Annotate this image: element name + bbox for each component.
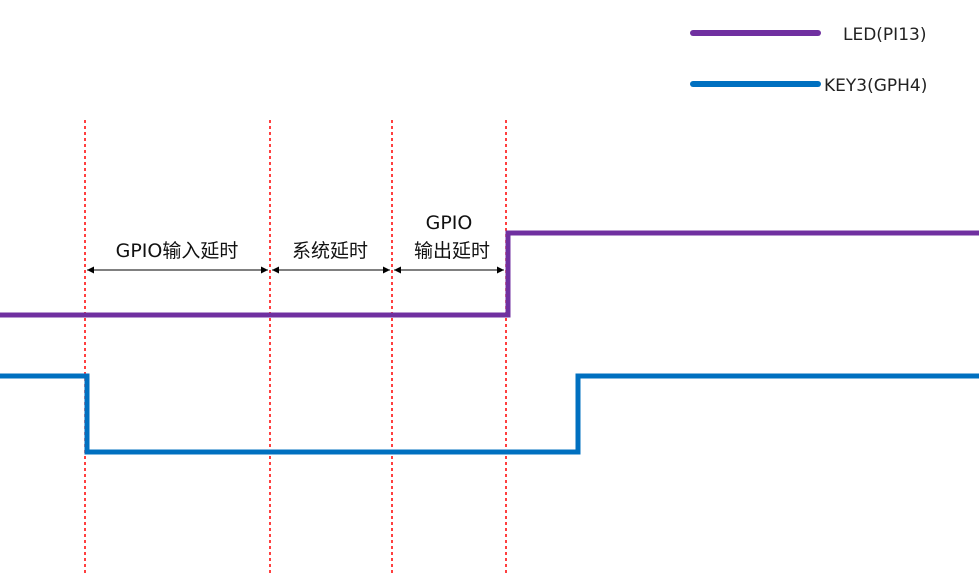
label-gpio-input-delay: GPIO输入延时 [116, 240, 239, 262]
label-gpio-output-delay-line2: 输出延时 [414, 240, 490, 262]
led-waveform [0, 230, 979, 318]
legend-key-label: KEY3(GPH4) [824, 76, 927, 96]
legend-led-label: LED(PI13) [843, 25, 926, 45]
legend: LED(PI13) KEY3(GPH4) [690, 25, 927, 96]
time-markers [84, 120, 507, 576]
label-system-delay: 系统延时 [292, 240, 368, 262]
label-gpio-output-delay-line1: GPIO [426, 212, 473, 234]
key-waveform [0, 373, 979, 455]
